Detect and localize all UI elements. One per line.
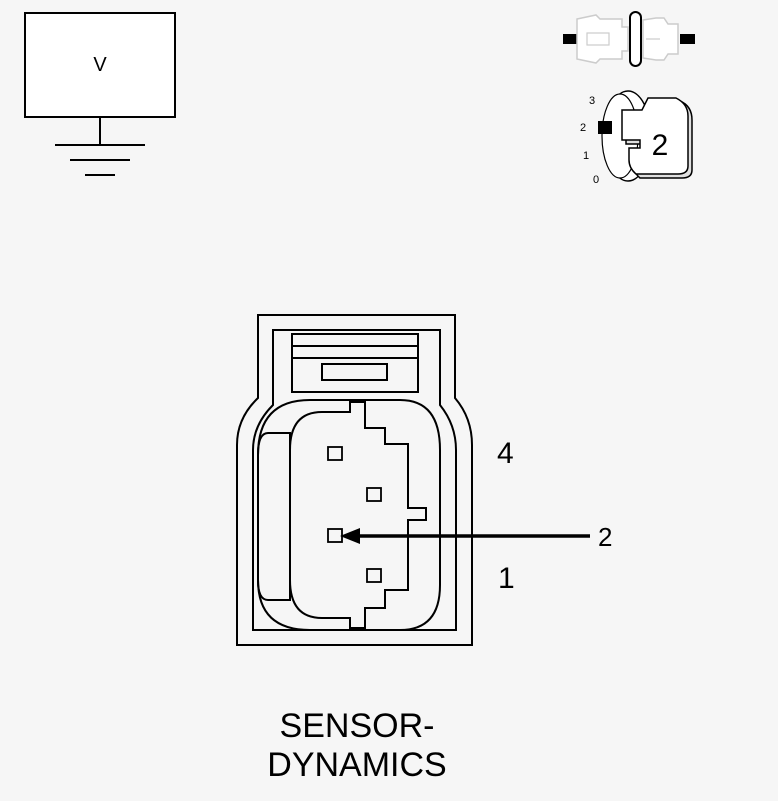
voltmeter-symbol: V	[24, 12, 176, 176]
pin-2	[327, 528, 343, 543]
voltmeter-label: V	[93, 54, 107, 76]
pin-indicator-arrow	[340, 528, 590, 544]
pin-cavity-outer	[257, 399, 441, 631]
pin-label-arrow: 2	[598, 522, 612, 552]
pin-label-top: 4	[497, 437, 514, 470]
ignition-key-icon: 3 2 1 0 2	[580, 90, 693, 186]
connector-title-line1: SENSOR-	[280, 707, 435, 745]
ignition-pointer	[598, 121, 612, 134]
ignition-position-1: 1	[583, 150, 589, 162]
pin-cavity-inner	[289, 401, 427, 629]
pin-3	[366, 487, 382, 502]
ignition-selected-label: 2	[652, 129, 669, 162]
connector-housing-outer	[236, 314, 473, 646]
ignition-position-3: 3	[589, 95, 595, 107]
pin-1	[366, 568, 382, 583]
pin-label-bottom: 1	[498, 562, 515, 595]
pin-4	[327, 446, 343, 461]
connector-face	[236, 314, 473, 646]
ignition-position-2: 2	[580, 122, 586, 134]
voltmeter-box	[24, 12, 176, 118]
connector-title-line2: DYNAMICS	[267, 746, 446, 784]
connector-housing-inner	[252, 329, 457, 631]
connector-side-rib	[257, 432, 291, 601]
connector-latch	[291, 333, 419, 393]
disconnect-connector-icon	[563, 11, 695, 67]
ignition-position-0: 0	[593, 174, 599, 186]
ground-icon	[55, 144, 145, 176]
